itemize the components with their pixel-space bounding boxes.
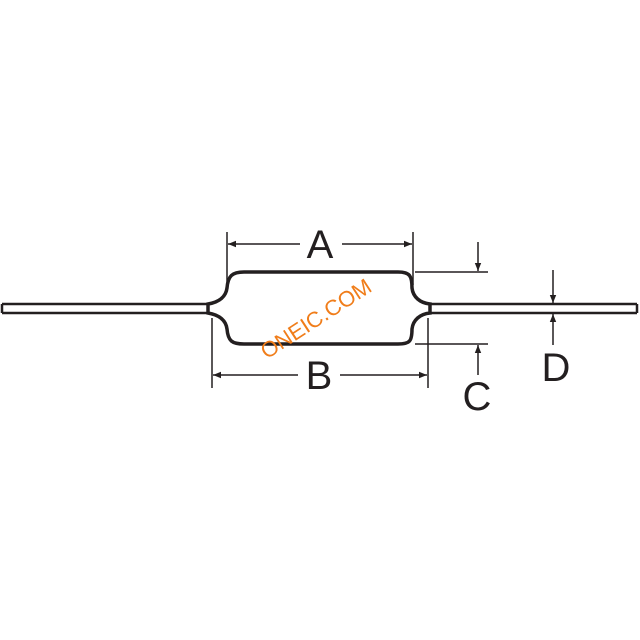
component-outline <box>0 270 639 346</box>
dimension-a: A <box>228 223 412 267</box>
left-lead <box>0 302 208 315</box>
dimension-d-label: D <box>542 346 571 390</box>
dimension-b-label: B <box>306 354 333 398</box>
dimension-c: C <box>463 242 492 419</box>
extension-lines <box>211 232 488 388</box>
watermark: ONEIC.COM <box>256 274 376 364</box>
component-body <box>206 270 432 346</box>
dimension-d: D <box>542 270 571 390</box>
dimension-b: B <box>213 354 427 398</box>
dimension-c-label: C <box>463 375 492 419</box>
dimension-a-label: A <box>307 223 334 267</box>
right-lead <box>430 302 639 315</box>
